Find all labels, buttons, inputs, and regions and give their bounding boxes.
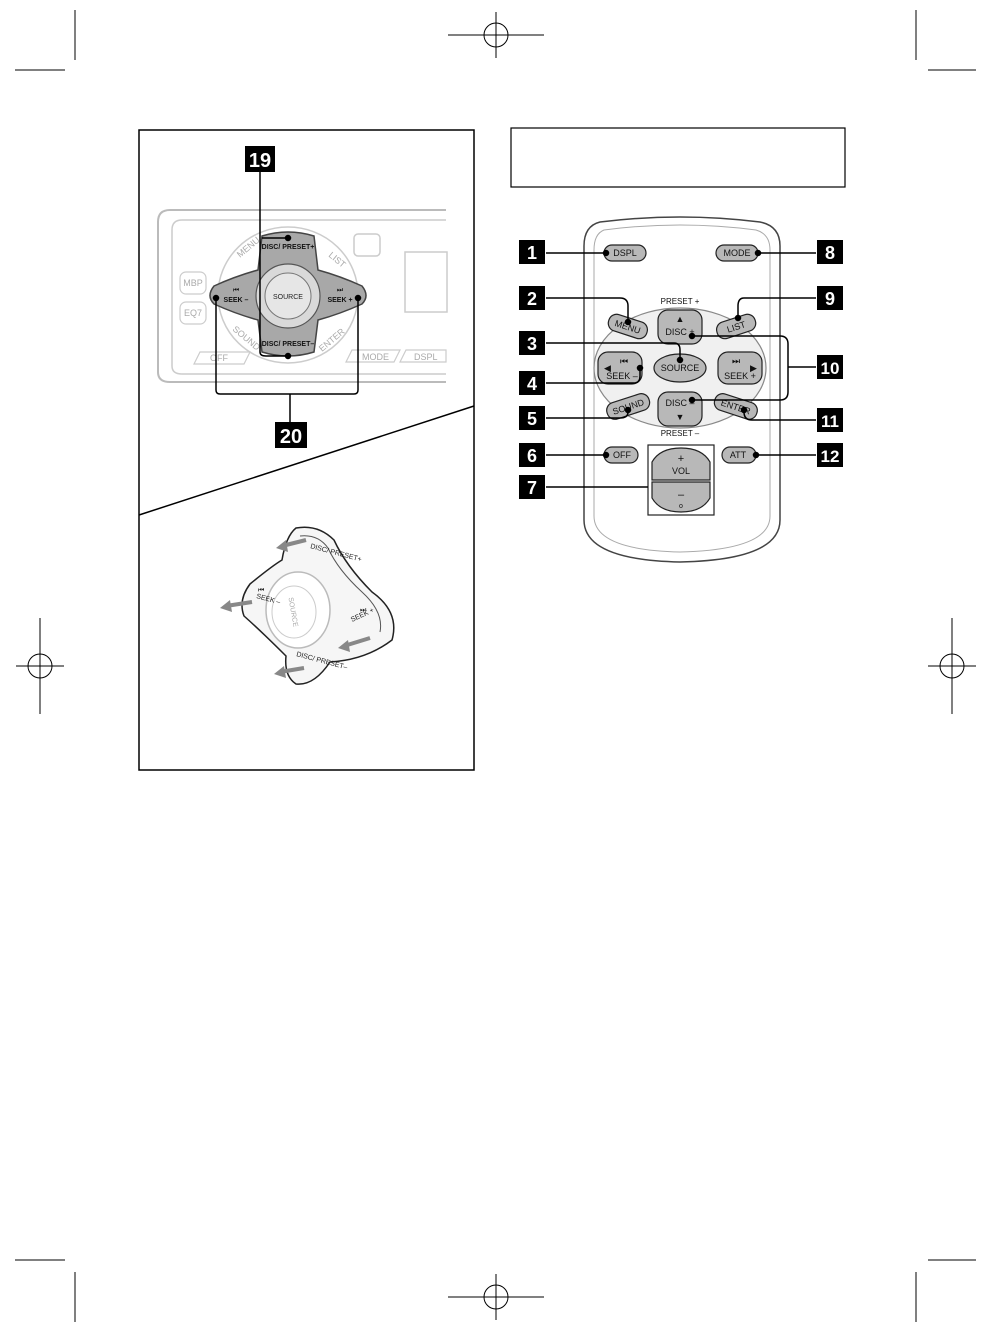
remote-leaders bbox=[546, 249, 816, 488]
mode-button[interactable]: MODE bbox=[715, 244, 759, 262]
svg-text:⏮: ⏮ bbox=[258, 587, 264, 594]
disc-minus-button[interactable]: DISC – ▼ bbox=[657, 391, 703, 427]
mode-button-label: MODE bbox=[724, 248, 751, 258]
callout-1: 1 bbox=[519, 240, 545, 264]
callout-20-label: 20 bbox=[280, 426, 302, 448]
callout-12: 12 bbox=[817, 443, 843, 467]
callout-8: 8 bbox=[817, 240, 843, 264]
att-button[interactable]: ATT bbox=[721, 446, 757, 464]
callout-11: 11 bbox=[817, 408, 843, 432]
unit-disc-preset-minus-label: DISC/ PRESET– bbox=[262, 341, 315, 348]
callout-8-label: 8 bbox=[825, 243, 835, 263]
dspl-button-label: DSPL bbox=[613, 248, 637, 258]
disc-minus-arrow-icon: ▼ bbox=[676, 412, 685, 422]
svg-text:⏭: ⏭ bbox=[360, 607, 367, 614]
att-button-label: ATT bbox=[730, 450, 747, 460]
callout-11-label: 11 bbox=[821, 412, 839, 431]
source-button-label: SOURCE bbox=[661, 363, 700, 373]
registration-mark-top bbox=[448, 12, 544, 58]
callout-10-label: 10 bbox=[821, 359, 840, 378]
vol-sub-label: o bbox=[679, 503, 683, 510]
registration-mark-left bbox=[16, 618, 64, 714]
heading-box bbox=[510, 127, 846, 188]
callout-1-label: 1 bbox=[527, 243, 537, 263]
disc-plus-arrow-icon: ▲ bbox=[676, 314, 685, 324]
unit-mode-label: MODE bbox=[362, 352, 389, 362]
unit-cross-control[interactable]: SOURCE DISC/ PRESET+ DISC/ PRESET– SEEK … bbox=[209, 231, 367, 357]
callout-9: 9 bbox=[817, 286, 843, 310]
callout-7-label: 7 bbox=[527, 478, 537, 498]
disc-plus-label: DISC + bbox=[665, 327, 694, 337]
callout-19-leader bbox=[259, 172, 292, 360]
seek-plus-label: SEEK + bbox=[724, 371, 756, 381]
preset-plus-label: PRESET + bbox=[661, 297, 700, 306]
preset-minus-label: PRESET – bbox=[661, 429, 700, 438]
callout-6-label: 6 bbox=[527, 446, 537, 466]
dspl-button[interactable]: DSPL bbox=[603, 244, 647, 262]
disc-plus-button[interactable]: ▲ DISC + bbox=[657, 309, 703, 345]
left-illustration-frame bbox=[138, 129, 475, 771]
vol-minus-label: – bbox=[678, 489, 685, 501]
callout-5: 5 bbox=[519, 406, 545, 430]
unit-mbp-label: MBP bbox=[183, 278, 203, 288]
registration-mark-bottom bbox=[448, 1274, 544, 1320]
unit-seek-minus-label: SEEK – bbox=[224, 297, 249, 304]
svg-text:⏮: ⏮ bbox=[233, 287, 239, 294]
callout-2: 2 bbox=[519, 286, 545, 310]
seek-minus-arrow-icon: ◀ bbox=[604, 363, 611, 373]
unit-seek-plus-label: SEEK + bbox=[327, 297, 352, 304]
seek-plus-button[interactable]: ⏭ ▶ SEEK + bbox=[717, 351, 763, 385]
unit-dspl-label: DSPL bbox=[414, 352, 438, 362]
seek-plus-arrow-icon: ▶ bbox=[750, 363, 757, 373]
seek-plus-icon: ⏭ bbox=[732, 356, 740, 366]
callout-19: 19 bbox=[245, 146, 275, 172]
seek-minus-button[interactable]: ⏮ ◀ SEEK – bbox=[597, 351, 643, 385]
vol-plus-label: + bbox=[678, 453, 684, 465]
callout-7: 7 bbox=[519, 475, 545, 499]
unit-off-label: OFF bbox=[210, 353, 228, 363]
callout-6: 6 bbox=[519, 443, 545, 467]
menu-button[interactable]: MENU bbox=[606, 312, 649, 341]
callout-20: 20 bbox=[275, 422, 307, 448]
vol-frame bbox=[647, 444, 715, 516]
callout-12-label: 12 bbox=[821, 447, 840, 466]
unit-list-label: LIST bbox=[327, 250, 348, 270]
crop-marks bbox=[15, 10, 976, 1322]
diagonal-divider bbox=[138, 405, 475, 516]
svg-text:⏭: ⏭ bbox=[337, 287, 344, 294]
callout-9-label: 9 bbox=[825, 289, 835, 309]
off-button-label: OFF bbox=[613, 450, 631, 460]
perspective-knob: SOURCE DISC/ PRESET+ SEEK – SEEK + DISC/… bbox=[220, 526, 395, 685]
callout-4-label: 4 bbox=[527, 374, 537, 394]
source-button[interactable]: SOURCE bbox=[653, 353, 707, 383]
callout-10: 10 bbox=[817, 355, 843, 379]
unit-disc-preset-plus-label: DISC/ PRESET+ bbox=[262, 244, 315, 251]
callout-2-label: 2 bbox=[527, 289, 537, 309]
callout-5-label: 5 bbox=[527, 409, 537, 429]
registration-mark-right bbox=[928, 618, 976, 714]
seek-minus-label: SEEK – bbox=[606, 371, 638, 381]
vol-plus-button[interactable]: + VOL bbox=[651, 447, 711, 481]
vol-minus-button[interactable]: – o bbox=[651, 481, 711, 513]
callout-19-label: 19 bbox=[249, 150, 271, 172]
list-button[interactable]: LIST bbox=[715, 312, 758, 341]
unit-sound-label: SOUND bbox=[231, 324, 263, 353]
callout-3: 3 bbox=[519, 331, 545, 355]
callout-3-label: 3 bbox=[527, 334, 537, 354]
callout-4: 4 bbox=[519, 371, 545, 395]
disc-minus-label: DISC – bbox=[665, 398, 694, 408]
vol-label: VOL bbox=[672, 466, 690, 476]
unit-source-label: SOURCE bbox=[273, 294, 303, 301]
seek-minus-icon: ⏮ bbox=[620, 356, 628, 366]
callout-20-leader bbox=[212, 294, 362, 422]
unit-enter-label: ENTER bbox=[317, 326, 347, 354]
unit-eq7-label: EQ7 bbox=[184, 308, 202, 318]
